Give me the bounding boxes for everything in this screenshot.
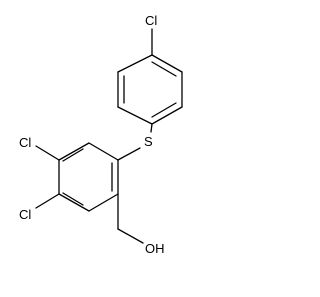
chlorine-top-label: Cl: [145, 13, 157, 28]
sulfur-label: S: [144, 134, 153, 149]
ring-a-bond-1: [151, 54, 183, 73]
dichlorobenzyl-ring: [58, 142, 119, 212]
bond-methylene-to-oxygen: [117, 228, 144, 244]
ring-b-bond-6: [88, 142, 119, 161]
ring-a-bond-6: [117, 54, 153, 73]
ring-a-double-bond-2: [151, 102, 177, 118]
chemical-structure-diagram: Cl S Cl Cl OH: [19, 13, 183, 256]
chlorine-upper-left-label: Cl: [19, 135, 31, 150]
ring-b-double-bond-2: [62, 192, 84, 206]
ring-a-bond-3: [151, 106, 183, 125]
hydroxyl-label: OH: [145, 241, 165, 256]
ring-b-bond-5: [58, 142, 90, 161]
ring-b-double-bond-3: [62, 148, 84, 162]
bond-ring-b-to-upper-chlorine: [35, 145, 60, 161]
ring-a-double-bond-1: [151, 61, 177, 77]
ring-b-bond-3: [58, 193, 90, 212]
ring-b-bond-2: [88, 193, 119, 212]
ring-a-bond-4: [117, 106, 153, 125]
chlorine-lower-left-label: Cl: [19, 207, 31, 222]
bond-ring-b-to-lower-chlorine: [35, 193, 60, 209]
bond-ring-a-to-sulfur: [150, 123, 153, 133]
chlorophenyl-ring: [117, 54, 183, 125]
bond-sulfur-to-ring-b: [117, 147, 141, 161]
